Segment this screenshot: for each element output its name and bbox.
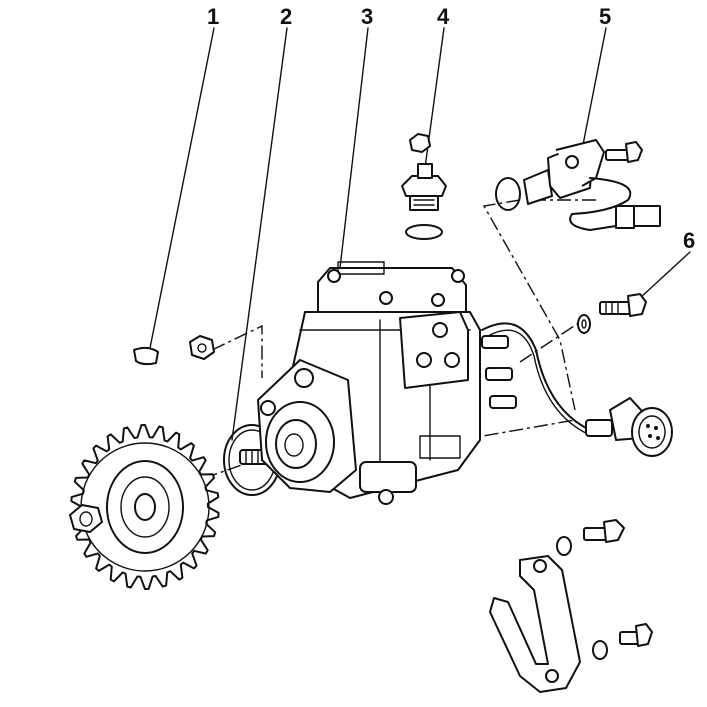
pressure-switch: [401, 133, 447, 240]
timing-sprocket: [70, 424, 220, 590]
callout-3: 3: [361, 4, 374, 29]
leader-2: [231, 27, 288, 441]
woodruff-key: [133, 346, 159, 366]
shaft-nut: [69, 504, 103, 533]
solenoid-valve: [495, 139, 661, 231]
leader-lines: [149, 27, 691, 441]
callout-6: 6: [683, 228, 696, 253]
leader-4: [423, 27, 445, 176]
leader-5: [579, 27, 607, 161]
banjo-bolt: [577, 293, 647, 334]
injection-pump: [257, 261, 517, 505]
callout-1: 1: [207, 4, 220, 29]
hex-nut-small: [189, 335, 215, 360]
round-connector: [609, 397, 673, 457]
callout-2: 2: [280, 4, 293, 29]
callout-4: 4: [437, 4, 450, 29]
leader-3: [337, 27, 369, 286]
leader-6: [639, 251, 691, 299]
leader-1: [149, 27, 215, 349]
callout-5: 5: [599, 4, 612, 29]
mounting-bracket: [489, 519, 653, 693]
wiring-harness: [481, 322, 613, 437]
